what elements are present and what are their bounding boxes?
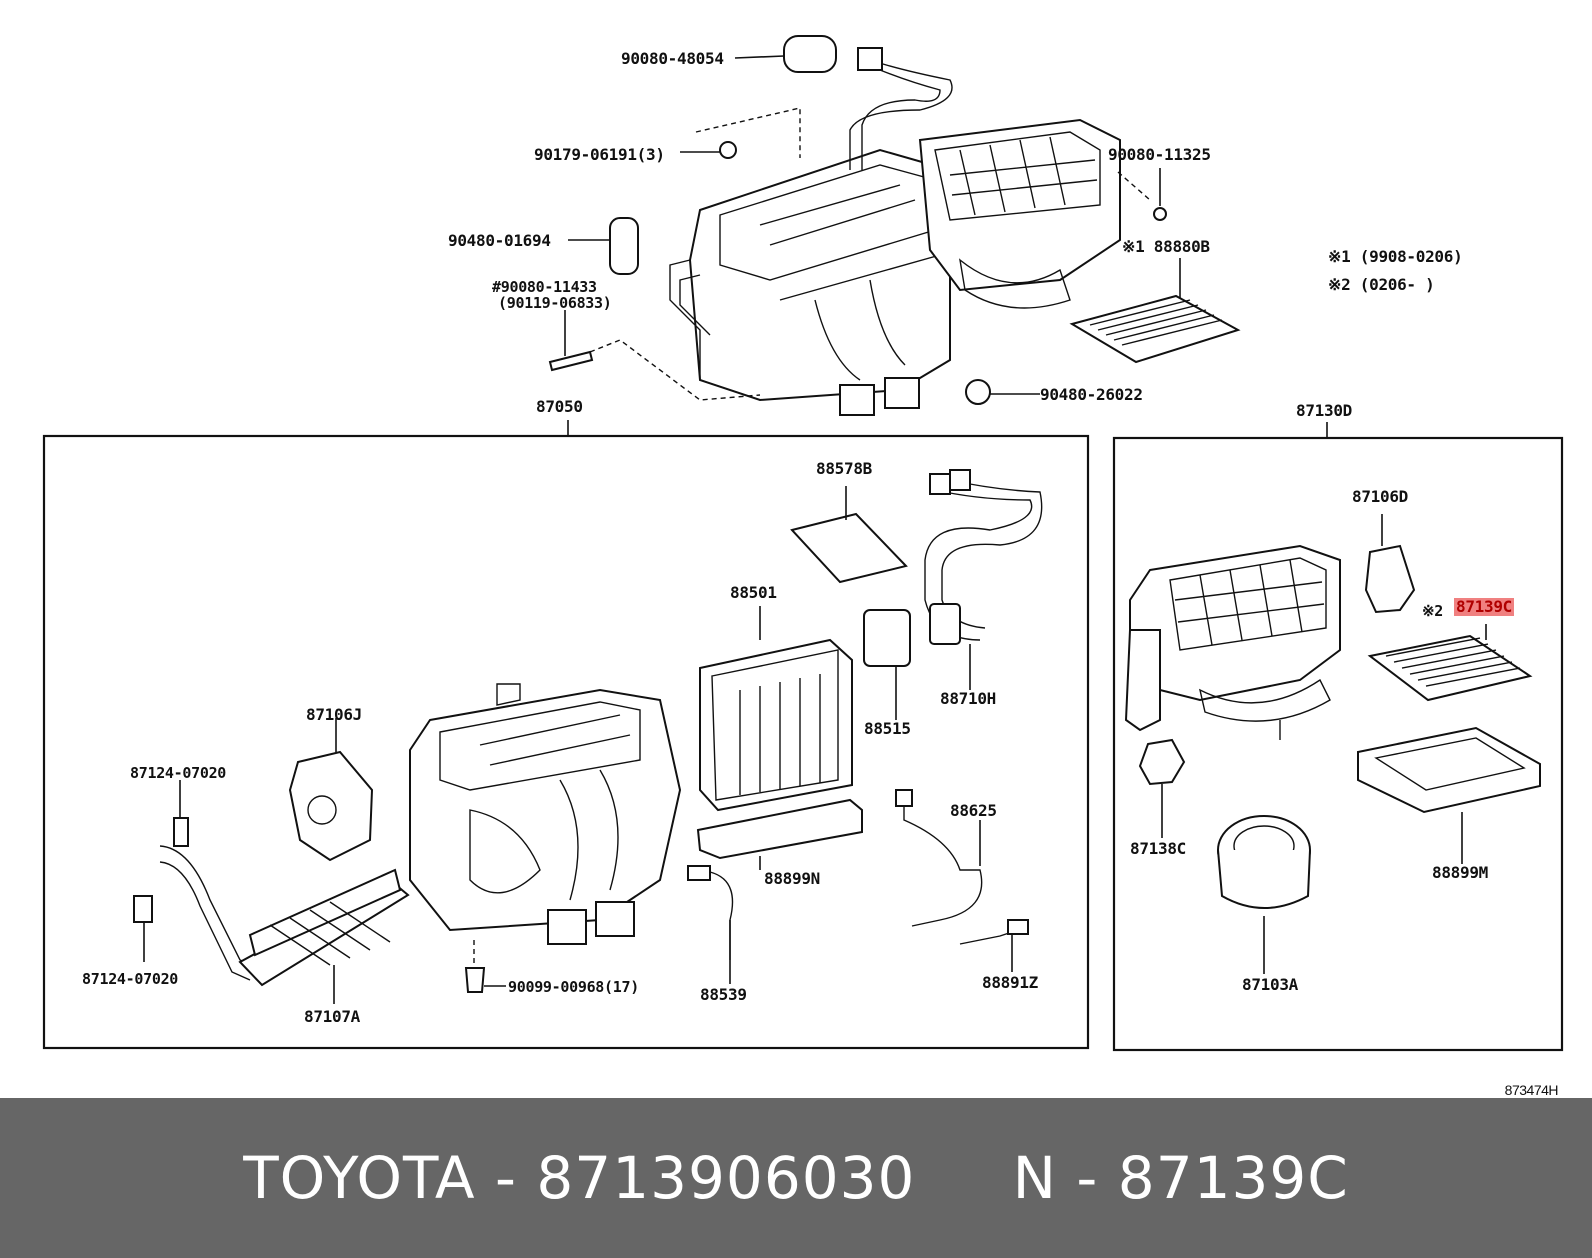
label-90099-00968: 90099-00968(17): [508, 978, 639, 996]
diagram-drawing: [42, 35, 1564, 1052]
label-88501: 88501: [730, 583, 777, 602]
label-87106J: 87106J: [306, 705, 362, 724]
label-88710H: 88710H: [940, 689, 996, 708]
label-88515: 88515: [864, 719, 911, 738]
box-87130D: [1112, 436, 1564, 1052]
label-88625: 88625: [950, 801, 997, 820]
label-88891Z: 88891Z: [982, 973, 1038, 992]
label-90080-48054: 90080-48054: [621, 49, 724, 68]
label-87138C: 87138C: [1130, 839, 1186, 858]
label-90080-11325: 90080-11325: [1108, 145, 1211, 164]
note-1: ※1 (9908-0206): [1328, 247, 1463, 266]
label-88578B: 88578B: [816, 459, 872, 478]
label-87107A: 87107A: [304, 1007, 360, 1026]
label-90080-11433: #90080-11433: [492, 278, 597, 296]
filter-87139C: [1367, 634, 1533, 702]
label-90119-06833: (90119-06833): [498, 294, 612, 312]
footer-part-number: TOYOTA - 8713906030 N - 87139C: [243, 1144, 1349, 1212]
parts-diagram: 90080-48054 90179-06191(3) 90080-11325 9…: [42, 35, 1564, 1098]
label-90179-06191: 90179-06191(3): [534, 145, 665, 164]
label-90480-26022: 90480-26022: [1040, 385, 1143, 404]
box-87050-parts: [133, 469, 1043, 1004]
label-87106D: 87106D: [1352, 487, 1408, 506]
label-87139C-prefix: ※2: [1422, 602, 1443, 620]
hvac-assembly-top: [548, 35, 1241, 416]
label-87103A: 87103A: [1242, 975, 1298, 994]
label-88880B: ※1 88880B: [1122, 237, 1210, 256]
grommet-90480-01694: [609, 217, 639, 275]
diagram-reference-code: 873474H: [1504, 1082, 1559, 1098]
grommet-90080-48054: [783, 35, 837, 73]
label-87139C-highlighted: 87139C: [1454, 597, 1514, 616]
label-87050: 87050: [536, 397, 583, 416]
footer-bar: TOYOTA - 8713906030 N - 87139C: [0, 1098, 1592, 1258]
note-2: ※2 (0206- ): [1328, 275, 1435, 294]
box-87130D-parts: [1124, 514, 1541, 974]
label-87124-07020-bottom: 87124-07020: [82, 970, 179, 988]
label-88539: 88539: [700, 985, 747, 1004]
label-90480-01694: 90480-01694: [448, 231, 551, 250]
filter-88880B: [1069, 294, 1241, 364]
label-88899M: 88899M: [1432, 863, 1488, 882]
label-87124-07020-top: 87124-07020: [130, 764, 227, 782]
box-87050: [42, 434, 1090, 1050]
label-88899N: 88899N: [764, 869, 820, 888]
label-87130D: 87130D: [1296, 401, 1352, 420]
